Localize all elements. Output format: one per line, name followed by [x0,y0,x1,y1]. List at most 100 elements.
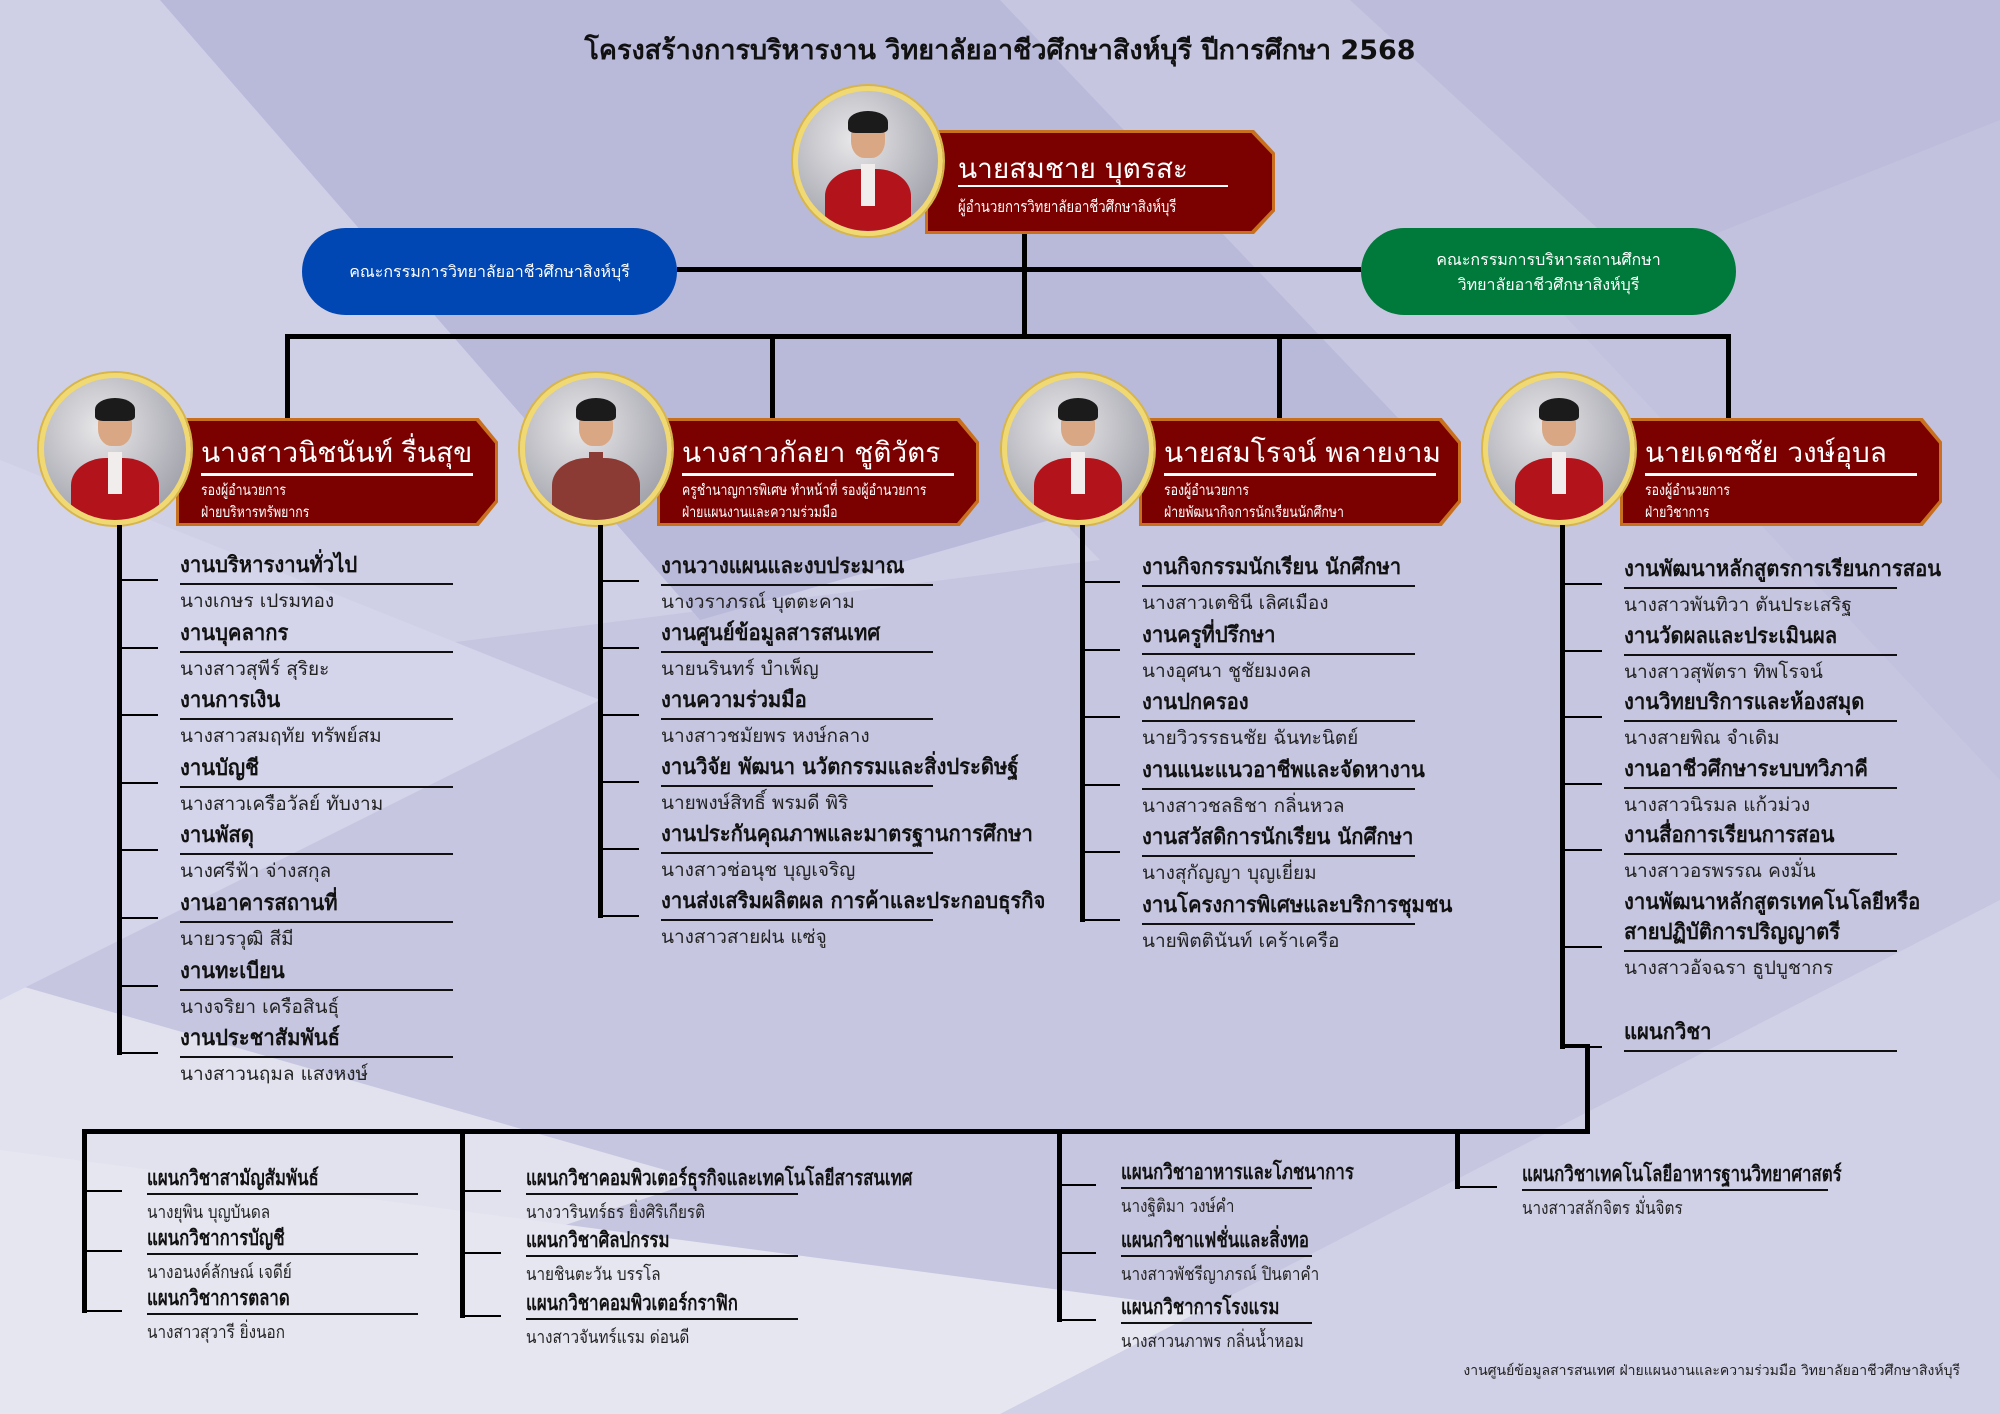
unit-head: นางวราภรณ์ บุตตะคาม [661,591,855,613]
deputy-banner: นางสาวนิชนันท์ รื่นสุขรองผู้อำนวยการฝ่าย… [176,418,498,526]
unit-title: งานบัญชี [180,755,259,781]
unit-title: งานพัฒนาหลักสูตรเทคโนโลยีหรือ สายปฏิบัติ… [1624,889,1921,945]
photo-shirt [1070,451,1086,495]
committee-label: คณะกรรมการบริหารสถานศึกษา [1436,249,1661,269]
branch-tick [117,917,158,919]
department-underline [1522,1189,1828,1191]
unit-underline [180,785,453,788]
unit-head: นางสาวอรพรรณ คงมั่น [1624,860,1816,882]
department-underline [1121,1322,1312,1324]
deputy-name: นายเดชชัย วงษ์อุบล [1645,436,1887,469]
unit-head: นางสุกัญญา บุญเยี่ยม [1142,862,1317,884]
unit-head: นางสาวนิรมล แก้วม่วง [1624,793,1811,816]
unit-head: นางสาวชมัยพร หงษ์กลาง [661,725,870,747]
director-banner: นายสมชาย บุตรสะ ผู้อำนวยการวิทยาลัยอาชีว… [925,130,1275,234]
department-trunk [82,1131,87,1313]
unit-title: งานบุคลากร [180,620,289,646]
branch-tick [598,580,639,582]
department-title: แผนกวิชาคอมพิวเตอร์กราฟิก [526,1291,738,1315]
unit-head: นางสาวอัจฉรา ธูปบูชากร [1624,956,1834,979]
department-underline [526,1255,798,1257]
unit-title: งานศูนย์ข้อมูลสารสนเทศ [661,621,881,646]
department-title: แผนกวิชาเทคโนโลยีอาหารฐานวิทยาศาสตร์ [1522,1162,1842,1186]
unit-underline [1142,720,1415,722]
unit-underline [180,583,453,585]
unit-head: นางอุศนา ชูชัยมงคล [1142,659,1312,682]
deputy-photo [39,373,191,525]
unit-underline [661,584,933,586]
unit-title: งานสื่อการเรียนการสอน [1624,823,1835,848]
unit-underline [1624,653,1897,656]
branch-tick [1560,716,1602,718]
dept-connector [1585,1044,1590,1134]
branch-tick [117,984,158,987]
deputy-role: รองผู้อำนวยการ [1645,481,1730,499]
branch-tick [117,849,158,852]
committee-college-board: คณะกรรมการวิทยาลัยอาชีวศึกษาสิงห์บุรี [302,228,677,315]
divider [958,185,1228,187]
unit-head: นางจริยา เครือสินธุ์ [180,995,340,1018]
unit-underline [661,785,933,787]
committee-label: วิทยาลัยอาชีวศึกษาสิงห์บุรี [1457,274,1640,294]
branch-tick [117,579,158,581]
branch-tick [598,714,639,716]
branch-tick [117,781,158,784]
branch-tick [1560,945,1602,948]
branch-tick [1080,851,1120,853]
branch-tick [1080,581,1120,583]
unit-head: นางสาวชลธิชา กลิ่นหวล [1142,794,1345,817]
division-trunk [1560,525,1565,1049]
unit-title: งานวางแผนและงบประมาณ [661,554,905,579]
branch-tick [1057,1184,1096,1186]
branch-tick [82,1250,122,1252]
department-head: นางอนงค์ลักษณ์ เจดีย์ [147,1262,292,1283]
unit-title: งานสวัสดิการนักเรียน นักศึกษา [1142,825,1414,850]
branch-tick [1560,782,1602,785]
unit-title: งานส่งเสริมผลิตผล การค้าและประกอบธุรกิจ [661,889,1046,914]
department-trunk [1455,1131,1460,1189]
department-trunk [460,1131,465,1318]
deputy-photo [1483,373,1635,525]
unit-underline [180,1056,453,1059]
unit-head: นายพิตตินันท์ เคร้าเครือ [1142,929,1340,952]
department-underline [147,1313,418,1315]
unit-head: นางสาวนฤมล แสงหงษ์ [180,1063,369,1086]
unit-head: นางสาวสุพัตรา ทิพโรจน์ [1624,660,1823,683]
divider [1645,473,1917,476]
branch-tick [598,848,639,850]
unit-head: นายนรินทร์ บำเพ็ญ [661,658,819,680]
divider [201,473,473,476]
unit-underline [661,919,933,921]
unit-head: นางศรีฟ้า จ่างสกุล [180,860,332,883]
unit-title: งานอาชีวศึกษาระบบทวิภาคี [1624,756,1868,782]
photo-hair [95,397,135,421]
division-trunk [598,525,603,918]
branch-tick [1455,1186,1497,1188]
branch-tick [1080,783,1120,786]
deputy-photo [520,373,672,525]
department-title: แผนกวิชาการโรงแรม [1121,1295,1280,1319]
department-title: แผนกวิชาคอมพิวเตอร์ธุรกิจและเทคโนโลยีสาร… [526,1166,913,1190]
deputy-connector [1277,334,1282,422]
unit-underline [1142,922,1415,925]
deputy-role: รองผู้อำนวยการ [1164,481,1249,499]
department-title: แผนกวิชาศิลปกรรม [526,1228,670,1252]
director-name: นายสมชาย บุตรสะ [958,152,1188,185]
unit-underline [180,718,453,721]
department-underline [526,1318,798,1320]
committee-school-board: คณะกรรมการบริหารสถานศึกษา วิทยาลัยอาชีวศ… [1361,228,1736,315]
deputy-connector [285,334,290,422]
unit-underline [1624,853,1897,855]
banner-inner: นายสมชาย บุตรสะ ผู้อำนวยการวิทยาลัยอาชีว… [928,133,1272,231]
deputy-role: รองผู้อำนวยการ [201,481,286,499]
footer-credit: งานศูนย์ข้อมูลสารสนเทศ ฝ่ายแผนงานและความ… [1463,1363,1960,1379]
unit-head: นายพงษ์สิทธิ์ พรมดี พิริ [661,792,849,814]
director-position: ผู้อำนวยการวิทยาลัยอาชีวศึกษาสิงห์บุรี [958,197,1177,216]
unit-head: นายวิวรรธนชัย ฉันทะนิตย์ [1142,727,1359,749]
unit-head: นางสาวเครือวัลย์ ทับงาม [180,792,384,815]
department-title: แผนกวิชาแฟชั่นและสิ่งทอ [1121,1228,1309,1252]
deputy-connector [770,334,775,422]
branch-tick [117,1052,158,1055]
unit-title: งานอาคารสถานที่ [180,891,338,916]
deputy-name: นางสาวนิชนันท์ รื่นสุข [201,436,473,469]
